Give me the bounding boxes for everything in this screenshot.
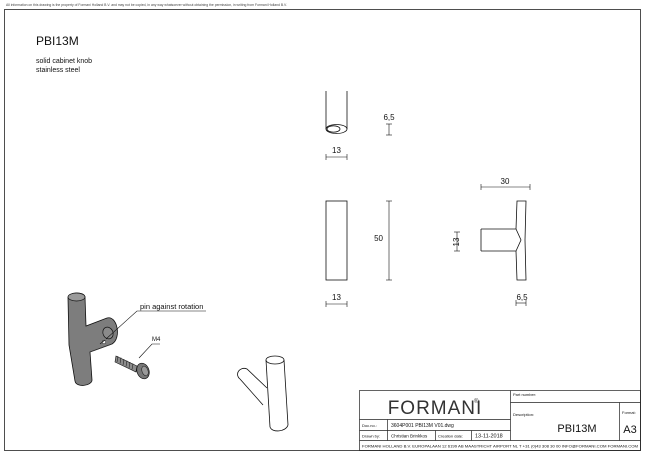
top-view xyxy=(325,91,348,134)
dim-label-top-height: 6,5 xyxy=(383,113,395,122)
doc-no-value: 3604P001 PBI13M V01.dwg xyxy=(391,423,454,429)
format-value: A3 xyxy=(623,424,636,436)
drawing-frame xyxy=(4,9,641,451)
format-label: Format: xyxy=(622,410,636,415)
dim-label-side-height: 13 xyxy=(452,237,461,246)
dim-label-front-height: 50 xyxy=(374,234,383,243)
part-number-label: Part number: xyxy=(513,392,536,397)
iso-view-assembled xyxy=(67,292,150,386)
dim-label-top-width: 13 xyxy=(332,146,341,155)
page-title: PBI13M xyxy=(36,34,79,48)
dim-side-height xyxy=(454,231,460,252)
dim-front-width xyxy=(325,301,348,307)
product-description: solid cabinet knob stainless steel xyxy=(36,57,92,75)
brand-mark: ® xyxy=(474,398,479,405)
description-line: stainless steel xyxy=(36,67,80,74)
description-line: solid cabinet knob xyxy=(36,58,93,65)
title-block xyxy=(359,390,641,451)
dim-side-width xyxy=(480,184,531,190)
property-notice: All information on this drawing is the p… xyxy=(6,3,287,7)
dim-label-front-width: 13 xyxy=(332,293,341,302)
leader-screw xyxy=(138,343,160,359)
part-number-value: PBI13M xyxy=(557,423,596,435)
iso-view-outline xyxy=(237,355,289,432)
drawn-by-label: Drawn by: xyxy=(362,434,380,439)
dim-top-width xyxy=(325,154,348,160)
annotation-screw: M4 xyxy=(152,337,161,343)
brand-logo: FORMANI xyxy=(388,398,483,419)
drawn-by-value: Christian Brinkkos xyxy=(391,434,428,439)
doc-no-label: Doc.no.: xyxy=(362,423,377,428)
dim-top-height xyxy=(386,123,392,136)
leader-pin xyxy=(105,310,206,340)
dim-label-side-offset: 6,5 xyxy=(516,293,528,302)
creation-date-label: Creation date: xyxy=(438,434,463,439)
annotation-pin: pin against rotation xyxy=(140,302,203,311)
creation-date-value: 13-11-2018 xyxy=(475,434,503,440)
dim-front-height xyxy=(386,200,392,281)
side-view xyxy=(480,200,527,281)
description-label: Description: xyxy=(513,412,534,417)
front-view xyxy=(325,200,348,281)
dim-label-side-width: 30 xyxy=(501,177,510,186)
dim-side-offset xyxy=(515,300,527,306)
footer-address: FORMANI HOLLAND B.V. EUROPALAAN 12 6199 … xyxy=(362,445,638,449)
